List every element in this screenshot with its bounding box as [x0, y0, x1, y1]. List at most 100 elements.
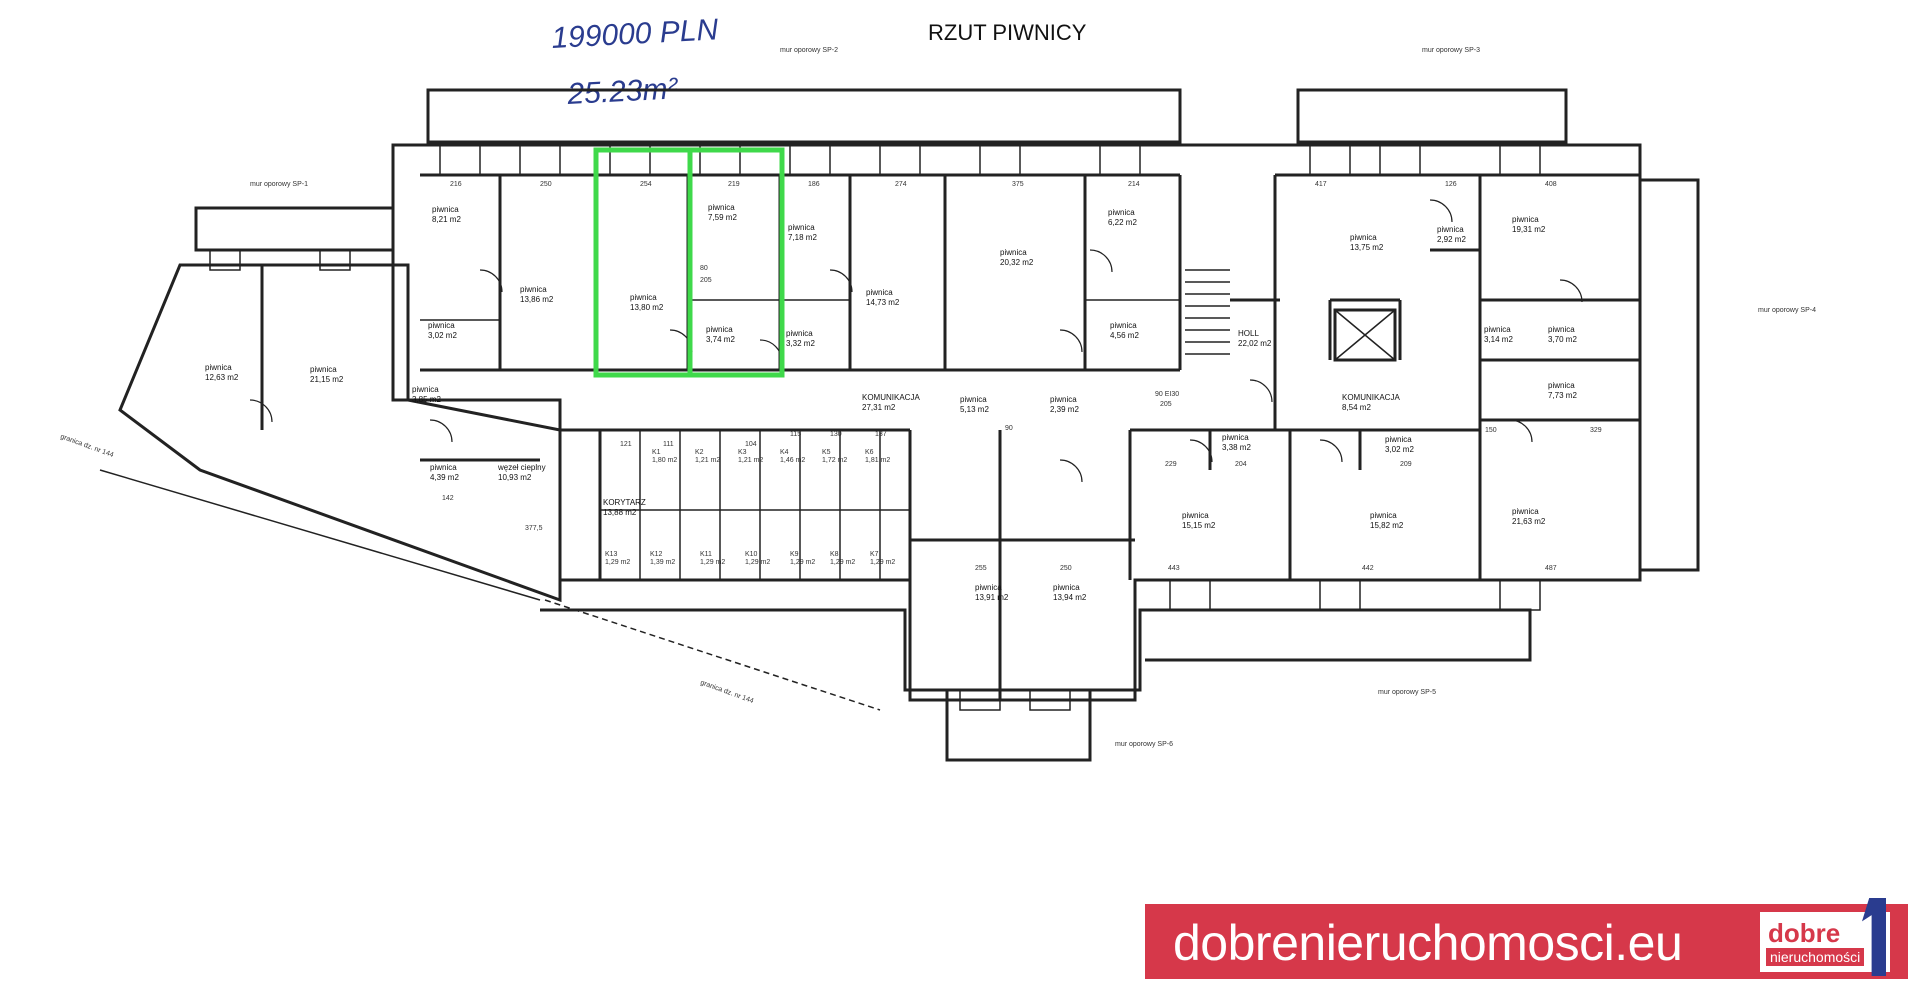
svg-text:329: 329 — [1590, 427, 1602, 434]
highlighted-unit — [593, 147, 785, 378]
retaining-wall-northeast — [1296, 88, 1568, 144]
brand-logo: dobre nieruchomości — [1760, 898, 1890, 976]
logo-one-icon — [1862, 898, 1886, 976]
svg-text:417: 417 — [1315, 181, 1327, 188]
svg-text:mur oporowy SP-2: mur oporowy SP-2 — [780, 47, 838, 54]
windows — [209, 144, 1541, 711]
doors — [249, 199, 1583, 483]
svg-text:115: 115 — [790, 431, 801, 438]
logo-text-top: dobre — [1768, 918, 1841, 948]
svg-text:408: 408 — [1545, 181, 1557, 188]
svg-text:254: 254 — [640, 181, 652, 188]
svg-text:255: 255 — [975, 565, 987, 572]
retaining-wall-south — [540, 608, 1532, 692]
svg-text:205: 205 — [1160, 401, 1172, 408]
svg-text:487: 487 — [1545, 565, 1557, 572]
svg-text:121: 121 — [620, 441, 632, 448]
svg-text:205: 205 — [700, 277, 712, 284]
svg-text:granica dz. nr 144: granica dz. nr 144 — [699, 679, 754, 705]
svg-text:mur oporowy SP-1: mur oporowy SP-1 — [250, 181, 308, 188]
svg-text:mur oporowy SP-4: mur oporowy SP-4 — [1758, 307, 1816, 314]
svg-text:250: 250 — [1060, 565, 1072, 572]
svg-text:150: 150 — [1485, 427, 1497, 434]
svg-text:204: 204 — [1235, 461, 1247, 468]
handwritten-area: 25.23m² — [566, 72, 680, 111]
svg-text:K11,80 m2: K11,80 m2 — [652, 449, 677, 464]
retaining-wall-west — [194, 206, 395, 252]
svg-text:104: 104 — [745, 441, 757, 448]
svg-text:111: 111 — [663, 441, 674, 448]
handwritten-price: 199000 PLN — [551, 13, 720, 55]
svg-text:K31,21 m2: K31,21 m2 — [738, 449, 763, 464]
svg-text:377,5: 377,5 — [525, 525, 543, 532]
svg-text:214: 214 — [1128, 181, 1140, 188]
svg-text:186: 186 — [808, 181, 820, 188]
svg-text:274: 274 — [895, 181, 907, 188]
svg-text:80: 80 — [700, 265, 708, 272]
svg-text:mur oporowy SP-3: mur oporowy SP-3 — [1422, 47, 1480, 54]
svg-text:443: 443 — [1168, 565, 1180, 572]
svg-text:K21,21 m2: K21,21 m2 — [695, 449, 720, 464]
svg-text:K61,81 m2: K61,81 m2 — [865, 449, 890, 464]
svg-text:K81,29 m2: K81,29 m2 — [830, 551, 855, 566]
svg-text:219: 219 — [728, 181, 740, 188]
svg-text:K41,46 m2: K41,46 m2 — [780, 449, 805, 464]
west-wing-outline — [118, 263, 562, 603]
svg-text:137: 137 — [875, 431, 887, 438]
svg-text:209: 209 — [1400, 461, 1412, 468]
brand-url: dobrenieruchomosci.eu — [1173, 915, 1683, 971]
svg-text:K51,72 m2: K51,72 m2 — [822, 449, 847, 464]
plan-title: RZUT PIWNICY — [928, 20, 1087, 45]
svg-text:442: 442 — [1362, 565, 1374, 572]
retaining-wall-north — [426, 88, 1182, 144]
retaining-wall-east — [1640, 178, 1700, 572]
brand-banner: dobrenieruchomosci.eu dobre nieruchomośc… — [1145, 898, 1908, 979]
stairs — [1185, 269, 1230, 355]
dimension-labels: 216 250 254 219 186 274 375 214 417 126 … — [442, 181, 1602, 572]
svg-text:126: 126 — [1445, 181, 1457, 188]
svg-text:130: 130 — [830, 431, 842, 438]
svg-text:216: 216 — [450, 181, 462, 188]
svg-text:229: 229 — [1165, 461, 1177, 468]
svg-text:K71,29 m2: K71,29 m2 — [870, 551, 895, 566]
svg-text:mur oporowy SP-6: mur oporowy SP-6 — [1115, 741, 1173, 748]
logo-text-bottom: nieruchomości — [1766, 948, 1865, 966]
